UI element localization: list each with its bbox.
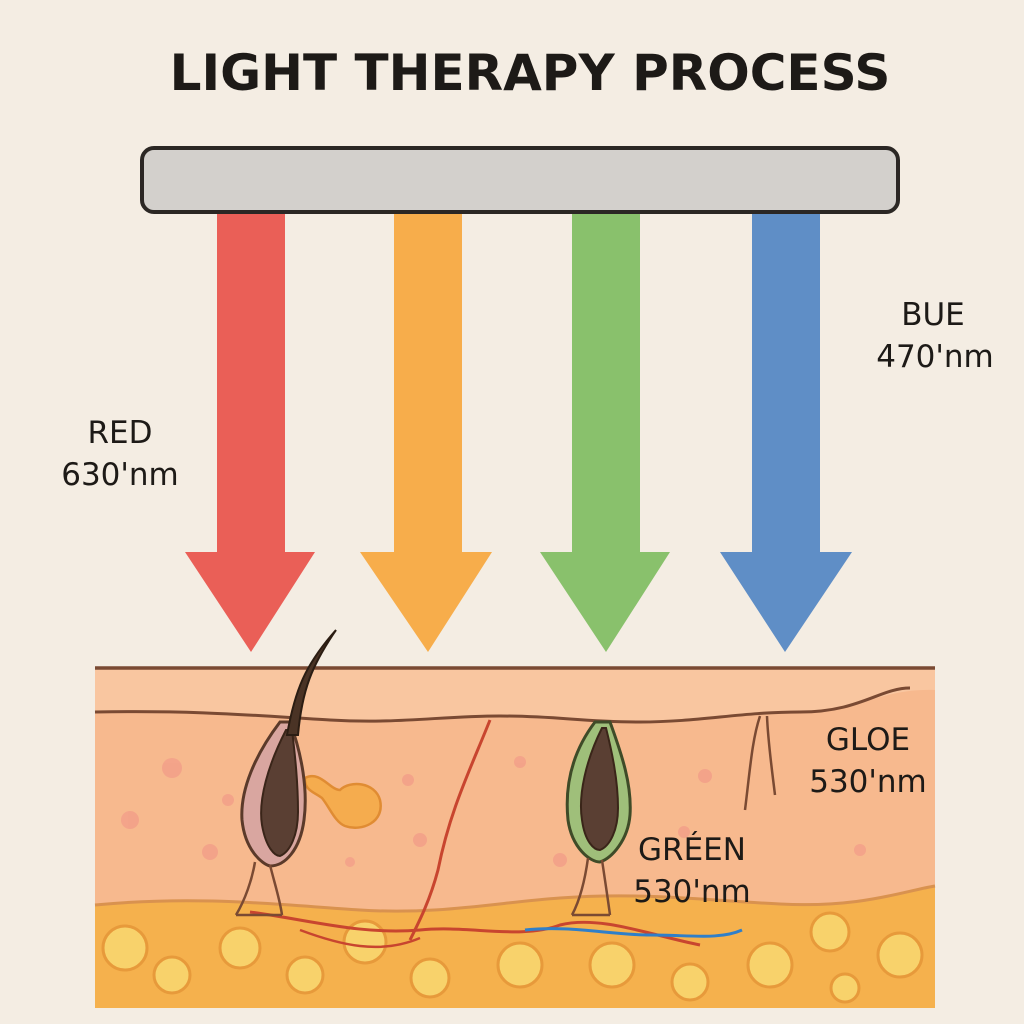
- green-label: GRÉEN: [638, 832, 746, 868]
- hair-follicle-right: [565, 720, 632, 917]
- sebaceous-gland: [303, 774, 382, 829]
- red-wavelength: 630'nm: [61, 457, 179, 493]
- green-light-arrow: [540, 214, 670, 652]
- blue-wavelength: 470'nm: [876, 339, 994, 375]
- follicle-root-left: [234, 861, 284, 917]
- dermis-dots: [121, 756, 866, 867]
- skin-cross-section: [94, 629, 936, 1008]
- hair-follicle-left: [234, 629, 337, 917]
- blood-vessel-red-3: [299, 928, 421, 949]
- red-label: RED: [88, 415, 153, 451]
- blood-vessel-red-1: [408, 719, 492, 941]
- blood-vessel-blue: [524, 927, 743, 938]
- diagram-title: LIGHT THERAPY PROCESS: [170, 44, 891, 102]
- hair-shaft-left: [285, 629, 337, 736]
- epidermis-boundary: [94, 686, 911, 724]
- fat-layer-boundary: [94, 884, 936, 913]
- nerve-fiber-1: [743, 715, 762, 811]
- hair-bulb-left: [260, 729, 300, 858]
- follicle-root-right: [570, 857, 612, 917]
- light-source-bar: [140, 146, 900, 214]
- blue-label: BUE: [901, 297, 965, 333]
- blue-light-arrow: [720, 214, 852, 652]
- red-light-arrow: [185, 214, 315, 652]
- gloe-label: GLOE: [826, 722, 910, 758]
- orange-light-arrow: [360, 214, 492, 652]
- green-wavelength: 530'nm: [633, 874, 751, 910]
- blood-vessel-red-2: [249, 910, 701, 947]
- hair-bulb-right: [580, 727, 620, 852]
- gloe-wavelength: 530'nm: [809, 764, 927, 800]
- nerve-fiber-2: [765, 715, 777, 796]
- fat-cells: [101, 911, 924, 1004]
